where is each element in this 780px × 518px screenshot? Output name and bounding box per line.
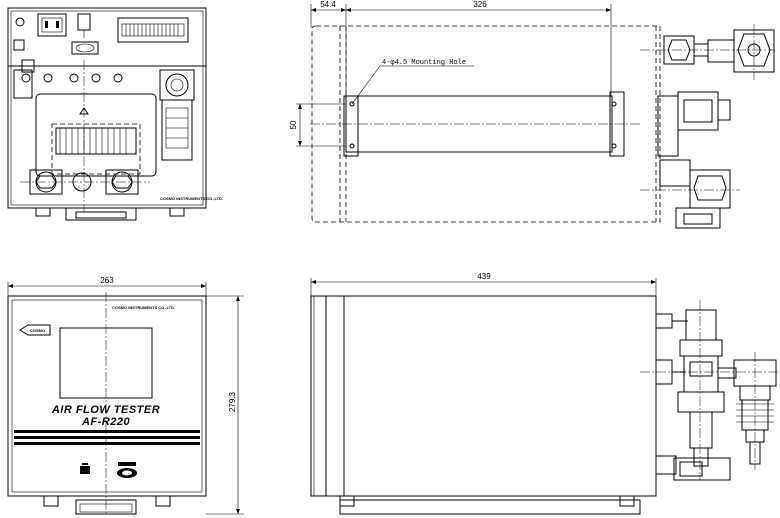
side-case [310,295,657,497]
cosmo-logo: COSMO [19,324,51,336]
dim-length-439: 439 [477,272,491,281]
front-panel [7,295,207,497]
start-switch [117,462,137,478]
dim-height-50: 50 [289,120,298,129]
side-view: 439 [310,272,778,515]
mounting-hole-label: 4-φ4.5 Mounting Hole [382,59,466,67]
dim-length-326: 326 [473,0,487,9]
front-view: 263 COSMO INSTRUMENTS CO.,LTD. COSMO AIR… [7,276,244,516]
front-stripes [14,430,200,445]
maker-name: COSMO INSTRUMENTS CO.,LTD. [112,305,175,310]
dim-offset-54: 54.4 [320,0,336,9]
top-piping [657,29,775,229]
rear-view: COSMO INSTRUMENTS CO.,LTD. [7,7,223,221]
dim-width-263: 263 [100,276,114,285]
side-piping [655,309,777,481]
power-inlet [37,13,67,37]
product-name: AIR FLOW TESTER [51,404,160,416]
fuse-holder [77,13,91,31]
model-name: AF-R220 [81,416,131,428]
top-view: 54.4 326 50 4-φ4.5 Mounting Hole [289,0,775,229]
usb-port-icon [80,463,90,474]
io-connector [117,17,189,43]
dim-height-279: 279.3 [228,391,237,412]
svg-text:COSMO: COSMO [30,328,45,333]
svg-text:COSMO INSTRUMENTS CO.,LTD.: COSMO INSTRUMENTS CO.,LTD. [160,196,223,201]
